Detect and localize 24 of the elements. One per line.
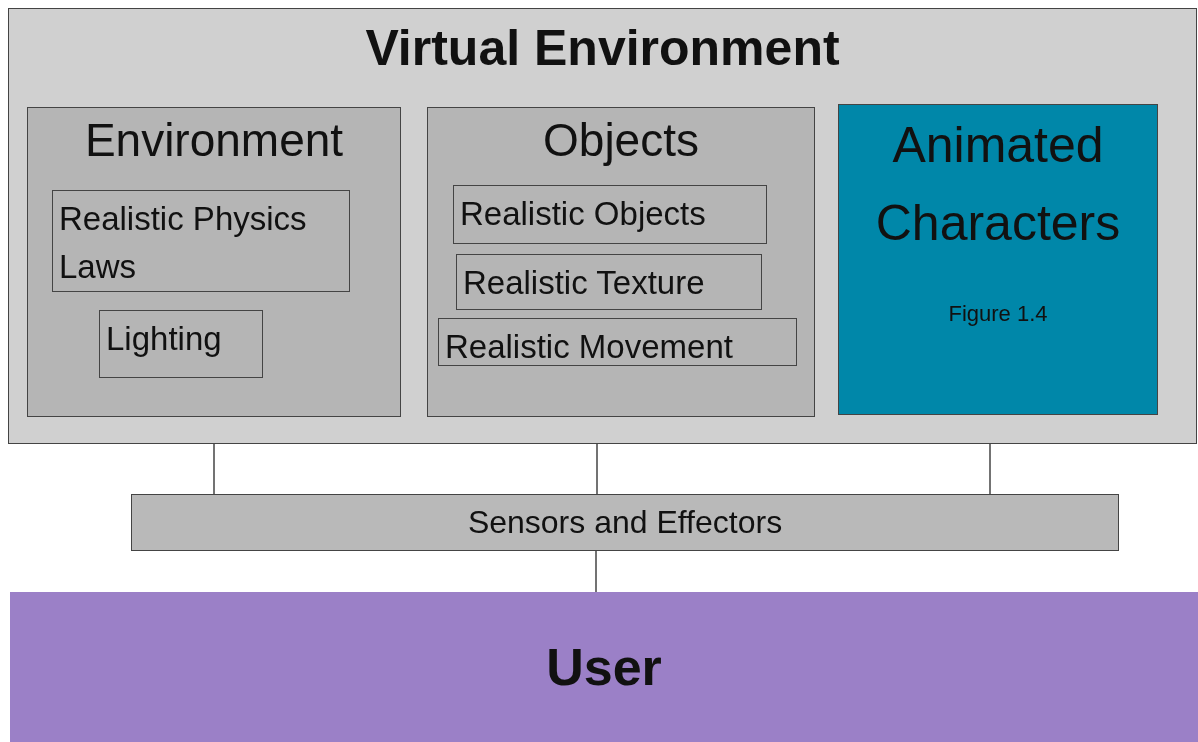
group-heading: Environment [83,114,345,167]
component-label: Realistic Movement [445,327,734,367]
interface-bar [131,494,1119,551]
component-box [52,190,350,292]
bar-label: Sensors and Effectors [466,503,784,542]
user-label: User [545,637,663,698]
user-box [10,592,1198,742]
component-box [453,185,767,244]
group-heading: Objects [542,114,700,167]
group-heading: Animated Characters [874,116,1122,253]
component-box [456,254,762,310]
component-label: Lighting [106,319,223,359]
connector-line [595,550,597,593]
container-heading: Virtual Environment [364,19,841,77]
container-box [8,8,1197,444]
component-label: Realistic Texture [463,263,706,303]
component-label: Realistic Objects [460,194,707,234]
highlight-box [838,104,1158,415]
component-box [438,318,797,366]
component-label: Realistic Physics Laws [59,199,308,287]
component-box [99,310,263,378]
group-box [27,107,401,417]
group-box [427,107,815,417]
figure-label: Figure 1.4 [947,301,1049,327]
